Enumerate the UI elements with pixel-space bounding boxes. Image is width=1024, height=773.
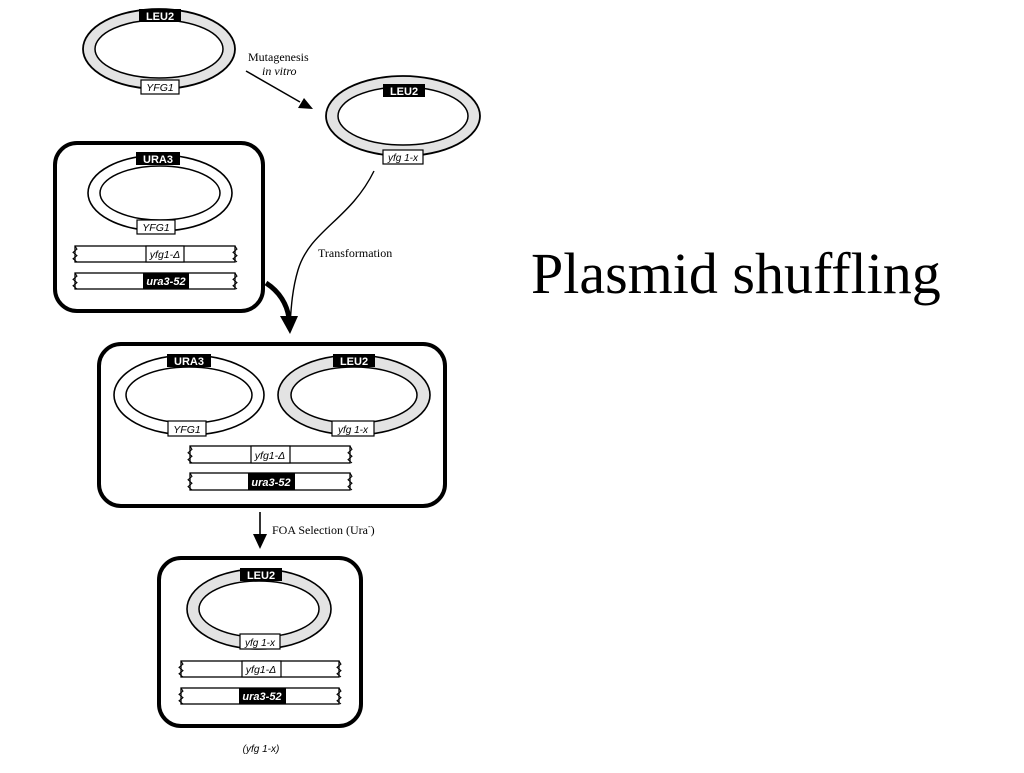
marker-box: LEU2 xyxy=(333,354,375,368)
chromosome-deletion: yfg1-Δ xyxy=(74,245,236,263)
ura-allele-label: ura3-52 xyxy=(146,276,185,288)
break-mark xyxy=(336,660,342,678)
gene-label: yfg 1-x xyxy=(244,638,276,649)
chromosome-break-marks xyxy=(72,245,353,705)
marker-label: LEU2 xyxy=(340,356,368,368)
marker-box: LEU2 xyxy=(383,84,425,98)
plasmid-leu2-yfg1-x: LEU2 yfg 1-x xyxy=(277,354,431,437)
gene-label: yfg 1-x xyxy=(337,425,369,436)
break-mark xyxy=(336,687,342,705)
break-mark xyxy=(178,660,184,678)
break-mark xyxy=(232,272,238,290)
final-genotype-label: (yfg 1-x) xyxy=(243,744,280,755)
break-mark xyxy=(347,472,353,491)
chromosome-deletion: yfg1-Δ xyxy=(180,660,340,678)
cell-two-plasmids: URA3 YFG1 LEU2 yfg 1-x xyxy=(97,342,447,508)
ura-allele-label: ura3-52 xyxy=(251,477,290,489)
break-mark xyxy=(187,445,193,464)
marker-label: LEU2 xyxy=(247,570,275,582)
chromosome-ura3-52: ura3-52 xyxy=(189,472,351,491)
mutagenesis-label: Mutagenesis xyxy=(248,50,309,64)
marker-box: URA3 xyxy=(136,152,180,166)
marker-label: URA3 xyxy=(143,154,173,166)
marker-box: LEU2 xyxy=(139,9,181,23)
chromosome-ura3-52: ura3-52 xyxy=(74,272,236,290)
marker-box: URA3 xyxy=(167,354,211,368)
gene-box: yfg 1-x xyxy=(239,633,281,650)
slide-title: Plasmid shuffling xyxy=(531,241,941,306)
gene-label: YFG1 xyxy=(173,424,200,436)
ura-allele-label: ura3-52 xyxy=(242,691,281,703)
gene-label: YFG1 xyxy=(142,222,169,234)
deletion-label: yfg1-Δ xyxy=(254,450,285,462)
cell-leu2-yfg1-x: LEU2 yfg 1-x yfg1-Δ ura3-52 xyxy=(157,556,363,728)
marker-label: LEU2 xyxy=(390,86,418,98)
gene-box: yfg 1-x xyxy=(331,420,375,437)
marker-box: LEU2 xyxy=(240,568,282,582)
break-mark xyxy=(232,245,238,263)
transformation-arrow xyxy=(289,170,375,326)
chromosome-deletion: yfg1-Δ xyxy=(189,445,351,464)
break-mark xyxy=(72,272,78,290)
plasmid-leu2-yfg1-x: LEU2 yfg 1-x xyxy=(325,75,481,165)
transformation-label: Transformation xyxy=(318,246,392,260)
gene-label: YFG1 xyxy=(146,82,173,94)
heavy-arrow xyxy=(264,280,298,334)
foa-selection-label: FOA Selection (Ura-) xyxy=(272,522,375,537)
gene-box: YFG1 xyxy=(167,420,207,437)
marker-label: LEU2 xyxy=(146,11,174,23)
deletion-label: yfg1-Δ xyxy=(149,249,180,261)
gene-box: YFG1 xyxy=(136,219,176,235)
break-mark xyxy=(347,445,353,464)
gene-label: yfg 1-x xyxy=(387,153,419,164)
cell-ura3-yfg1: URA3 YFG1 yfg1-Δ ura3-52 xyxy=(53,141,265,313)
break-mark xyxy=(178,687,184,705)
mutagenesis-arrow xyxy=(245,70,313,109)
plasmid-ura3-yfg1: URA3 YFG1 xyxy=(113,354,265,437)
deletion-label: yfg1-Δ xyxy=(245,664,276,676)
chromosome-ura3-52: ura3-52 xyxy=(180,687,340,705)
plasmid-leu2-yfg1: LEU2 YFG1 xyxy=(82,8,236,95)
in-vitro-label: in vitro xyxy=(262,64,297,78)
marker-label: URA3 xyxy=(174,356,204,368)
foa-selection-arrow xyxy=(253,512,267,549)
break-mark xyxy=(187,472,193,491)
gene-box: yfg 1-x xyxy=(382,149,424,165)
gene-box: YFG1 xyxy=(140,79,180,95)
break-mark xyxy=(72,245,78,263)
